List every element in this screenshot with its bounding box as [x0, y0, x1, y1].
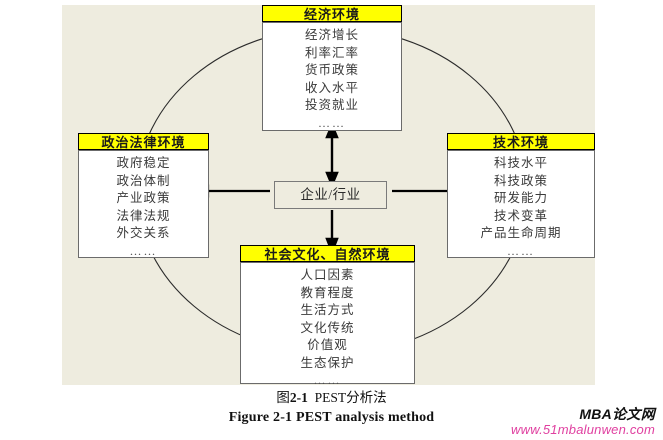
pest-box-technological-title: 技术环境 [447, 133, 595, 150]
list-item: 货币政策 [304, 63, 359, 77]
pest-box-social-title: 社会文化、自然环境 [240, 245, 415, 262]
list-item: 研发能力 [493, 191, 548, 205]
list-item: 教育程度 [300, 285, 355, 300]
pest-box-social-items: 人口因素 教育程度 生活方式 文化传统 价值观 生态保护 …… [240, 262, 415, 387]
figure-caption: 图2-1 PEST分析法 Figure 2-1 PEST analysis me… [0, 388, 663, 428]
list-ellipsis: …… [318, 115, 346, 130]
arrow-center-economic [325, 121, 339, 189]
pest-box-economic: 经济环境 经济增长 利率汇率 货币政策 收入水平 投资就业 …… [262, 5, 402, 131]
list-item: 生活方式 [300, 303, 355, 317]
list-ellipsis: …… [129, 243, 158, 258]
pest-box-political-title: 政治法律环境 [78, 133, 209, 150]
list-item: 科技政策 [493, 173, 548, 188]
list-item: 产业政策 [116, 191, 171, 205]
list-item: 文化传统 [300, 320, 355, 335]
watermark-brand: MBA论文网 [579, 406, 655, 422]
list-item: 法律法规 [116, 208, 171, 223]
pest-diagram-panel: 经济环境 经济增长 利率汇率 货币政策 收入水平 投资就业 …… 政治法律环境 … [62, 5, 595, 387]
list-item: 科技水平 [493, 156, 548, 170]
list-item: 经济增长 [304, 28, 359, 42]
figure-caption-chinese: 图2-1 PEST分析法 [0, 388, 663, 408]
pest-box-technological-items: 科技水平 科技政策 研发能力 技术变革 产品生命周期 …… [447, 150, 595, 258]
list-ellipsis: …… [507, 243, 535, 258]
pest-center-node: 企业/行业 [274, 181, 387, 209]
caption-chinese-title: PEST分析法 [314, 390, 387, 405]
caption-chinese-number: 2-1 [289, 390, 308, 405]
list-ellipsis: …… [313, 373, 342, 387]
list-item: 价值观 [307, 338, 348, 352]
pest-box-economic-title: 经济环境 [262, 5, 402, 22]
list-item: 外交关系 [116, 226, 171, 240]
list-item: 产品生命周期 [480, 226, 562, 240]
pest-box-economic-items: 经济增长 利率汇率 货币政策 收入水平 投资就业 …… [262, 22, 402, 131]
pest-box-social: 社会文化、自然环境 人口因素 教育程度 生活方式 文化传统 价值观 生态保护 …… [240, 245, 415, 387]
list-item: 政治体制 [116, 173, 171, 188]
list-item: 政府稳定 [116, 156, 171, 170]
list-item: 人口因素 [300, 268, 355, 282]
figure-caption-english: Figure 2-1 PEST analysis method [228, 410, 435, 425]
caption-chinese-prefix: 图 [276, 390, 290, 405]
list-item: 利率汇率 [304, 45, 359, 60]
list-item: 生态保护 [300, 355, 355, 370]
list-item: 收入水平 [304, 80, 359, 95]
pest-box-technological: 技术环境 科技水平 科技政策 研发能力 技术变革 产品生命周期 …… [447, 133, 595, 258]
list-item: 投资就业 [304, 98, 359, 112]
list-item: 技术变革 [493, 208, 548, 223]
pest-box-political: 政治法律环境 政府稳定 政治体制 产业政策 法律法规 外交关系 …… [78, 133, 209, 258]
watermark-url: www.51mbalunwen.com [511, 422, 655, 437]
pest-box-political-items: 政府稳定 政治体制 产业政策 法律法规 外交关系 …… [78, 150, 209, 258]
